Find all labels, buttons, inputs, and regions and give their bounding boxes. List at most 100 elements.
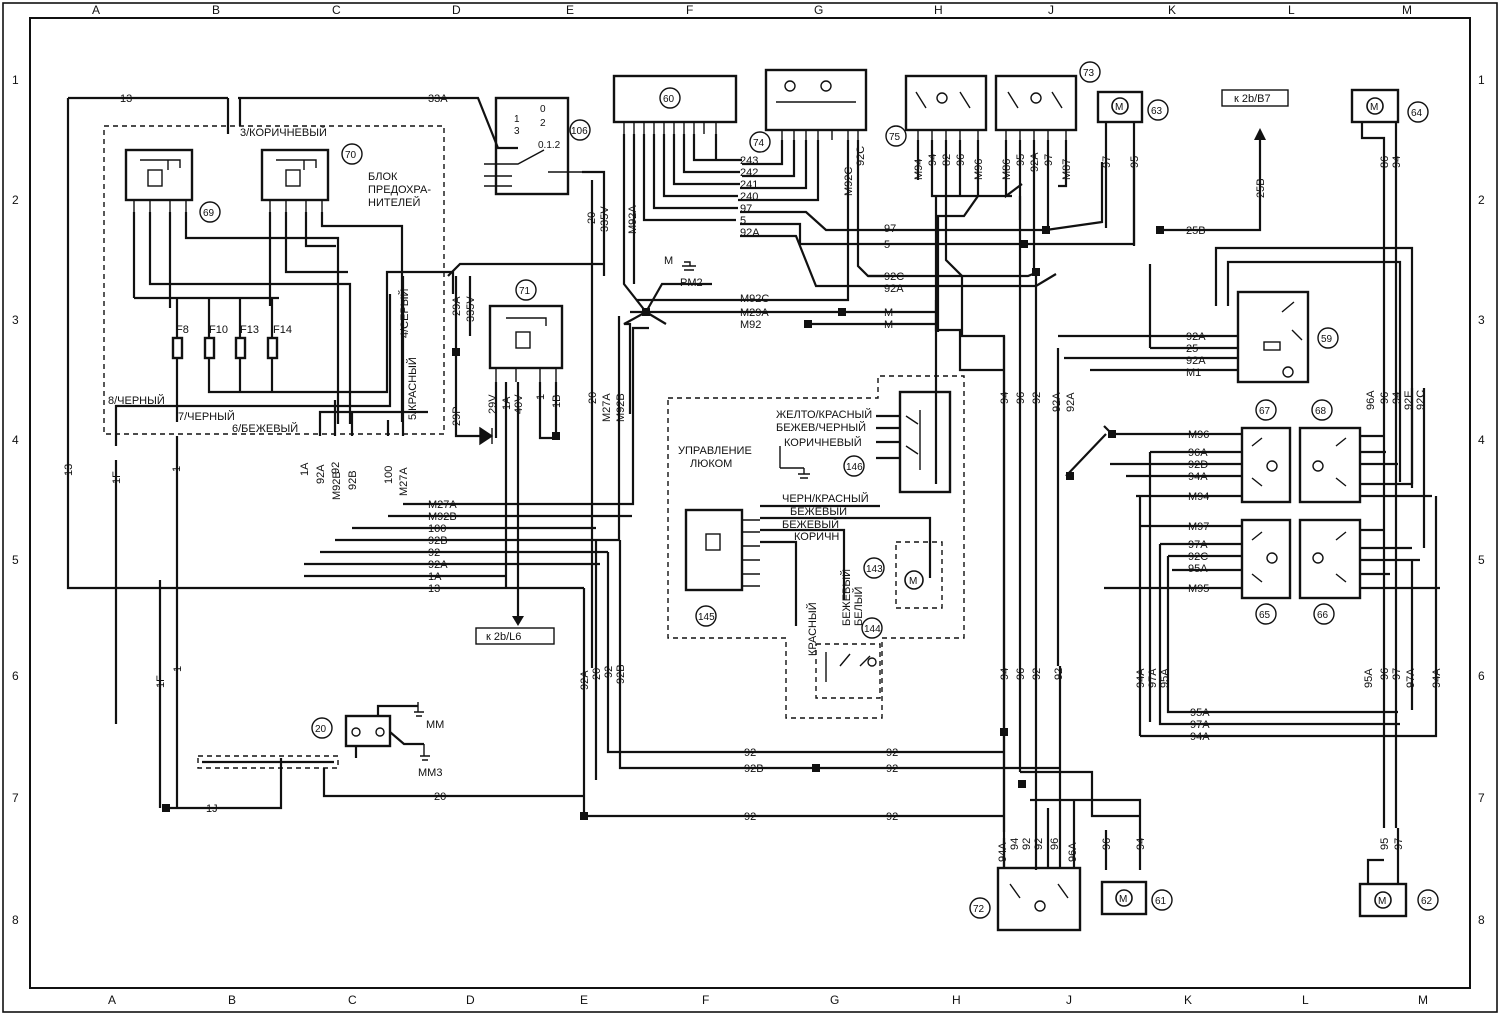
wire-label-92a-h4: 92A <box>1051 392 1063 412</box>
wires-relay-71 <box>494 382 558 622</box>
wire-label-100-h: 100 <box>428 523 446 535</box>
fuse-block: БЛОК ПРЕДОХРА- НИТЕЛЕЙ 69 70 F8 F10 F13 … <box>103 125 455 436</box>
switch-59: 59 <box>1236 290 1339 384</box>
wire-label-92-h4: 92 <box>1031 392 1043 404</box>
component-61-label: 61 <box>1155 896 1167 907</box>
motor-63: M 63 <box>1096 90 1169 246</box>
motor-64-body <box>1350 88 1400 124</box>
wire-color-beige-black: БЕЖЕВ/ЧЕРНЫЙ <box>776 421 866 434</box>
wire-label-92a-59a: 92A <box>1186 331 1206 343</box>
wire-label-1a-top: 1A <box>501 396 513 410</box>
grid-col-f: F <box>686 3 693 17</box>
motor-63-body <box>1096 90 1144 124</box>
component-69-badge <box>199 201 221 223</box>
component-67-badge <box>1255 399 1277 421</box>
wire-label-m92b-c: M92B <box>331 471 343 500</box>
grid-col-c: C <box>332 3 341 17</box>
wires-switch-67 <box>1065 425 1242 498</box>
component-63-label: 63 <box>1151 106 1163 117</box>
wire-label-5-f: 5 <box>740 215 746 227</box>
wire-label-92-c: 92 <box>330 462 342 474</box>
wire-label-94-m: 94 <box>1391 156 1403 168</box>
wire-color-beige-2: БЕЖЕВЫЙ <box>782 518 839 531</box>
switch-68-body <box>1298 426 1362 504</box>
fuse-f8-label: F8 <box>176 324 189 336</box>
wires-switch-59 <box>1058 334 1238 372</box>
wire-label-5-g: 5 <box>884 239 890 251</box>
grid-col-b-bottom: B <box>228 993 236 1007</box>
wire-color-beige-v: БЕЖЕВЫЙ <box>840 569 853 626</box>
wire-label-97-f: 97 <box>740 203 752 215</box>
ground-mm3: MM3 <box>418 767 442 779</box>
fuse-f10-label: F10 <box>209 324 228 336</box>
junction-25b <box>1156 226 1164 234</box>
grid-rows-left: 1 2 3 4 5 6 7 8 <box>12 73 19 927</box>
component-64-badge <box>1407 101 1429 123</box>
battery-wires <box>322 704 584 798</box>
grid-col-a-bottom: A <box>108 993 116 1007</box>
wire-label-92c-h: 92C <box>884 271 904 283</box>
wires-j-lower <box>1034 652 1062 766</box>
fuse-f13-label: F13 <box>240 324 259 336</box>
switch-74: 74 <box>749 68 868 153</box>
arrow-to-2b-l6 <box>512 616 524 626</box>
wire-color-7: 7/ЧЕРНЫЙ <box>178 410 235 423</box>
ref-box-2b-b7 <box>1221 89 1289 107</box>
switch-106-body <box>494 96 570 196</box>
grid-row-8-right: 8 <box>1478 913 1485 927</box>
wire-label-92a-f: 92A <box>740 227 760 239</box>
wire-label-92a-e6: 92A <box>579 670 591 690</box>
switch-59-body <box>1236 290 1310 384</box>
wire-13-left <box>66 98 584 590</box>
component-146-label: 146 <box>846 462 863 473</box>
wire-label-243: 243 <box>740 155 758 167</box>
sunroof-control: УПРАВЛЕНИЕ ЛЮКОМ 146 ЖЕЛТО/КРАСНЫЙ БЕЖЕВ… <box>667 375 965 719</box>
diode <box>479 426 494 446</box>
component-68-label: 68 <box>1315 406 1327 417</box>
wire-label-94a-l7: 94A <box>1190 731 1210 743</box>
wire-92b <box>335 316 621 542</box>
grid-col-h-bottom: H <box>952 993 961 1007</box>
wire-m27a <box>403 326 649 506</box>
component-70-badge <box>341 143 363 165</box>
wire-92a-h <box>740 234 1057 288</box>
inner-frame <box>29 17 1471 989</box>
component-74-badge <box>749 131 771 153</box>
wire-label-96-h4: 96 <box>1015 392 1027 404</box>
component-73-badge <box>1079 61 1101 83</box>
grid-col-c-bottom: C <box>348 993 357 1007</box>
grid-col-m: M <box>1402 3 1412 17</box>
wire-label-95a-m6: 95A <box>1363 668 1375 688</box>
grid-row-2: 2 <box>12 193 19 207</box>
junction-92c-j <box>1032 268 1040 276</box>
junction-92a-j4 <box>1066 472 1074 480</box>
grid-col-e-bottom: E <box>580 993 588 1007</box>
grid-col-m-bottom: M <box>1418 993 1428 1007</box>
grid-col-d: D <box>452 3 461 17</box>
junction-96-j <box>1018 780 1026 788</box>
wire-label-96-m6: 96 <box>1379 668 1391 680</box>
motor-62: M 62 <box>1358 828 1439 918</box>
switch-pos-1: 1 <box>514 114 520 125</box>
wire-color-4: 4/СЕРЫЙ <box>398 289 411 338</box>
switch-65-body <box>1240 518 1292 600</box>
wire-color-brown-short: КОРИЧН <box>794 531 839 543</box>
grid-col-g-bottom: G <box>830 993 839 1007</box>
wire-label-95-m8: 95 <box>1379 838 1391 850</box>
wire-label-335v: 335V <box>465 296 477 322</box>
relay-69-coil <box>147 169 163 187</box>
wire-label-20-e6: 20 <box>591 668 603 680</box>
wire-label-m1: M1 <box>1186 367 1201 379</box>
motor-61-m: M <box>1119 894 1127 905</box>
wire-label-m92b-h: M92B <box>428 511 457 523</box>
wire-label-92-h7c: 92 <box>886 811 898 823</box>
junction-5 <box>1020 240 1028 248</box>
component-65-label: 65 <box>1259 610 1271 621</box>
fuse-f10 <box>203 336 216 360</box>
switch-pos-2: 2 <box>540 118 546 129</box>
fuse-block-label: БЛОК ПРЕДОХРА- НИТЕЛЕЙ <box>368 171 434 209</box>
wire-label-92-j8: 92 <box>1021 838 1033 850</box>
wire-label-97a-k6: 97A <box>1147 668 1159 688</box>
wire-label-20-e: 20 <box>587 392 599 404</box>
component-60-badge <box>659 87 681 109</box>
